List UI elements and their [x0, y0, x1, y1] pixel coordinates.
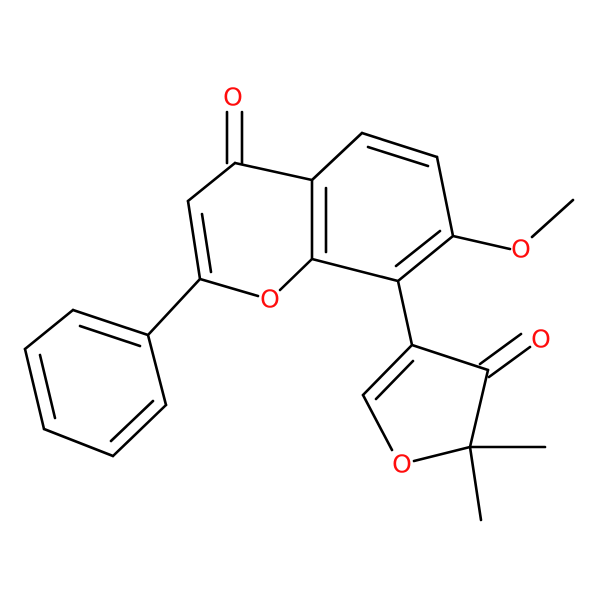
- bond-o1-c8a: [278, 257, 314, 292]
- atom-label-o-furanone-carbonyl: O: [531, 325, 551, 354]
- bond-o-methoxy-ch3: [530, 198, 575, 239]
- bond-c8-c8a: [310, 257, 400, 283]
- bond-c6-c7: [435, 155, 455, 238]
- atom-label-o-ketone: O: [223, 83, 243, 112]
- bond-ph-5-6-b: [109, 399, 155, 443]
- bond-ph-2-3: [23, 308, 75, 351]
- bond-o-furan-c5prime: [412, 445, 472, 463]
- atom-label-o-furan: O: [392, 450, 412, 479]
- bond-c4prime-o-carbonyl-a: [478, 332, 523, 366]
- bond-c3prime-c2prime-b: [374, 359, 415, 401]
- bond-c5prime-c4prime: [468, 368, 490, 449]
- bond-c4prime-c3prime: [410, 343, 490, 372]
- bonds: [23, 110, 575, 522]
- bond-ph-3-4-b: [38, 353, 57, 420]
- bond-c5-c6-a: [360, 131, 439, 159]
- atom-label-o-methoxy: O: [511, 235, 531, 264]
- bond-c3prime-c2prime-a: [361, 343, 414, 397]
- bond-c4a-c4: [233, 161, 314, 182]
- bond-c2-phenyl: [146, 277, 202, 337]
- bond-c4prime-o-carbonyl-b: [487, 345, 532, 379]
- bond-ph-1-2-b: [78, 324, 142, 348]
- bond-c7-o-methoxy: [451, 234, 512, 251]
- bond-c7-c8-b: [394, 229, 442, 268]
- bond-c7-c8-a: [396, 234, 455, 283]
- bond-c8-c3prime: [396, 279, 414, 347]
- bond-c5prime-methyl-b: [468, 445, 483, 522]
- bond-ph-1-2-a: [71, 308, 150, 337]
- atom-label-o-ring: O: [260, 285, 280, 314]
- bond-ph-5-6-a: [111, 403, 168, 458]
- atom-labels: O O O O O: [223, 83, 551, 479]
- bond-c2-o1: [198, 277, 260, 298]
- bond-c2prime-o-furan: [361, 393, 394, 452]
- bond-c5-c6-b: [366, 145, 430, 168]
- bond-ph-6-1: [146, 333, 168, 407]
- bond-c4a-c5: [310, 131, 364, 182]
- bond-c3-c2-b: [200, 212, 213, 274]
- bond-ph-4-5: [42, 427, 115, 458]
- bond-ph-3-4-a: [23, 347, 46, 431]
- bond-c3-c2-a: [186, 199, 202, 281]
- bond-c4-c3: [186, 161, 237, 203]
